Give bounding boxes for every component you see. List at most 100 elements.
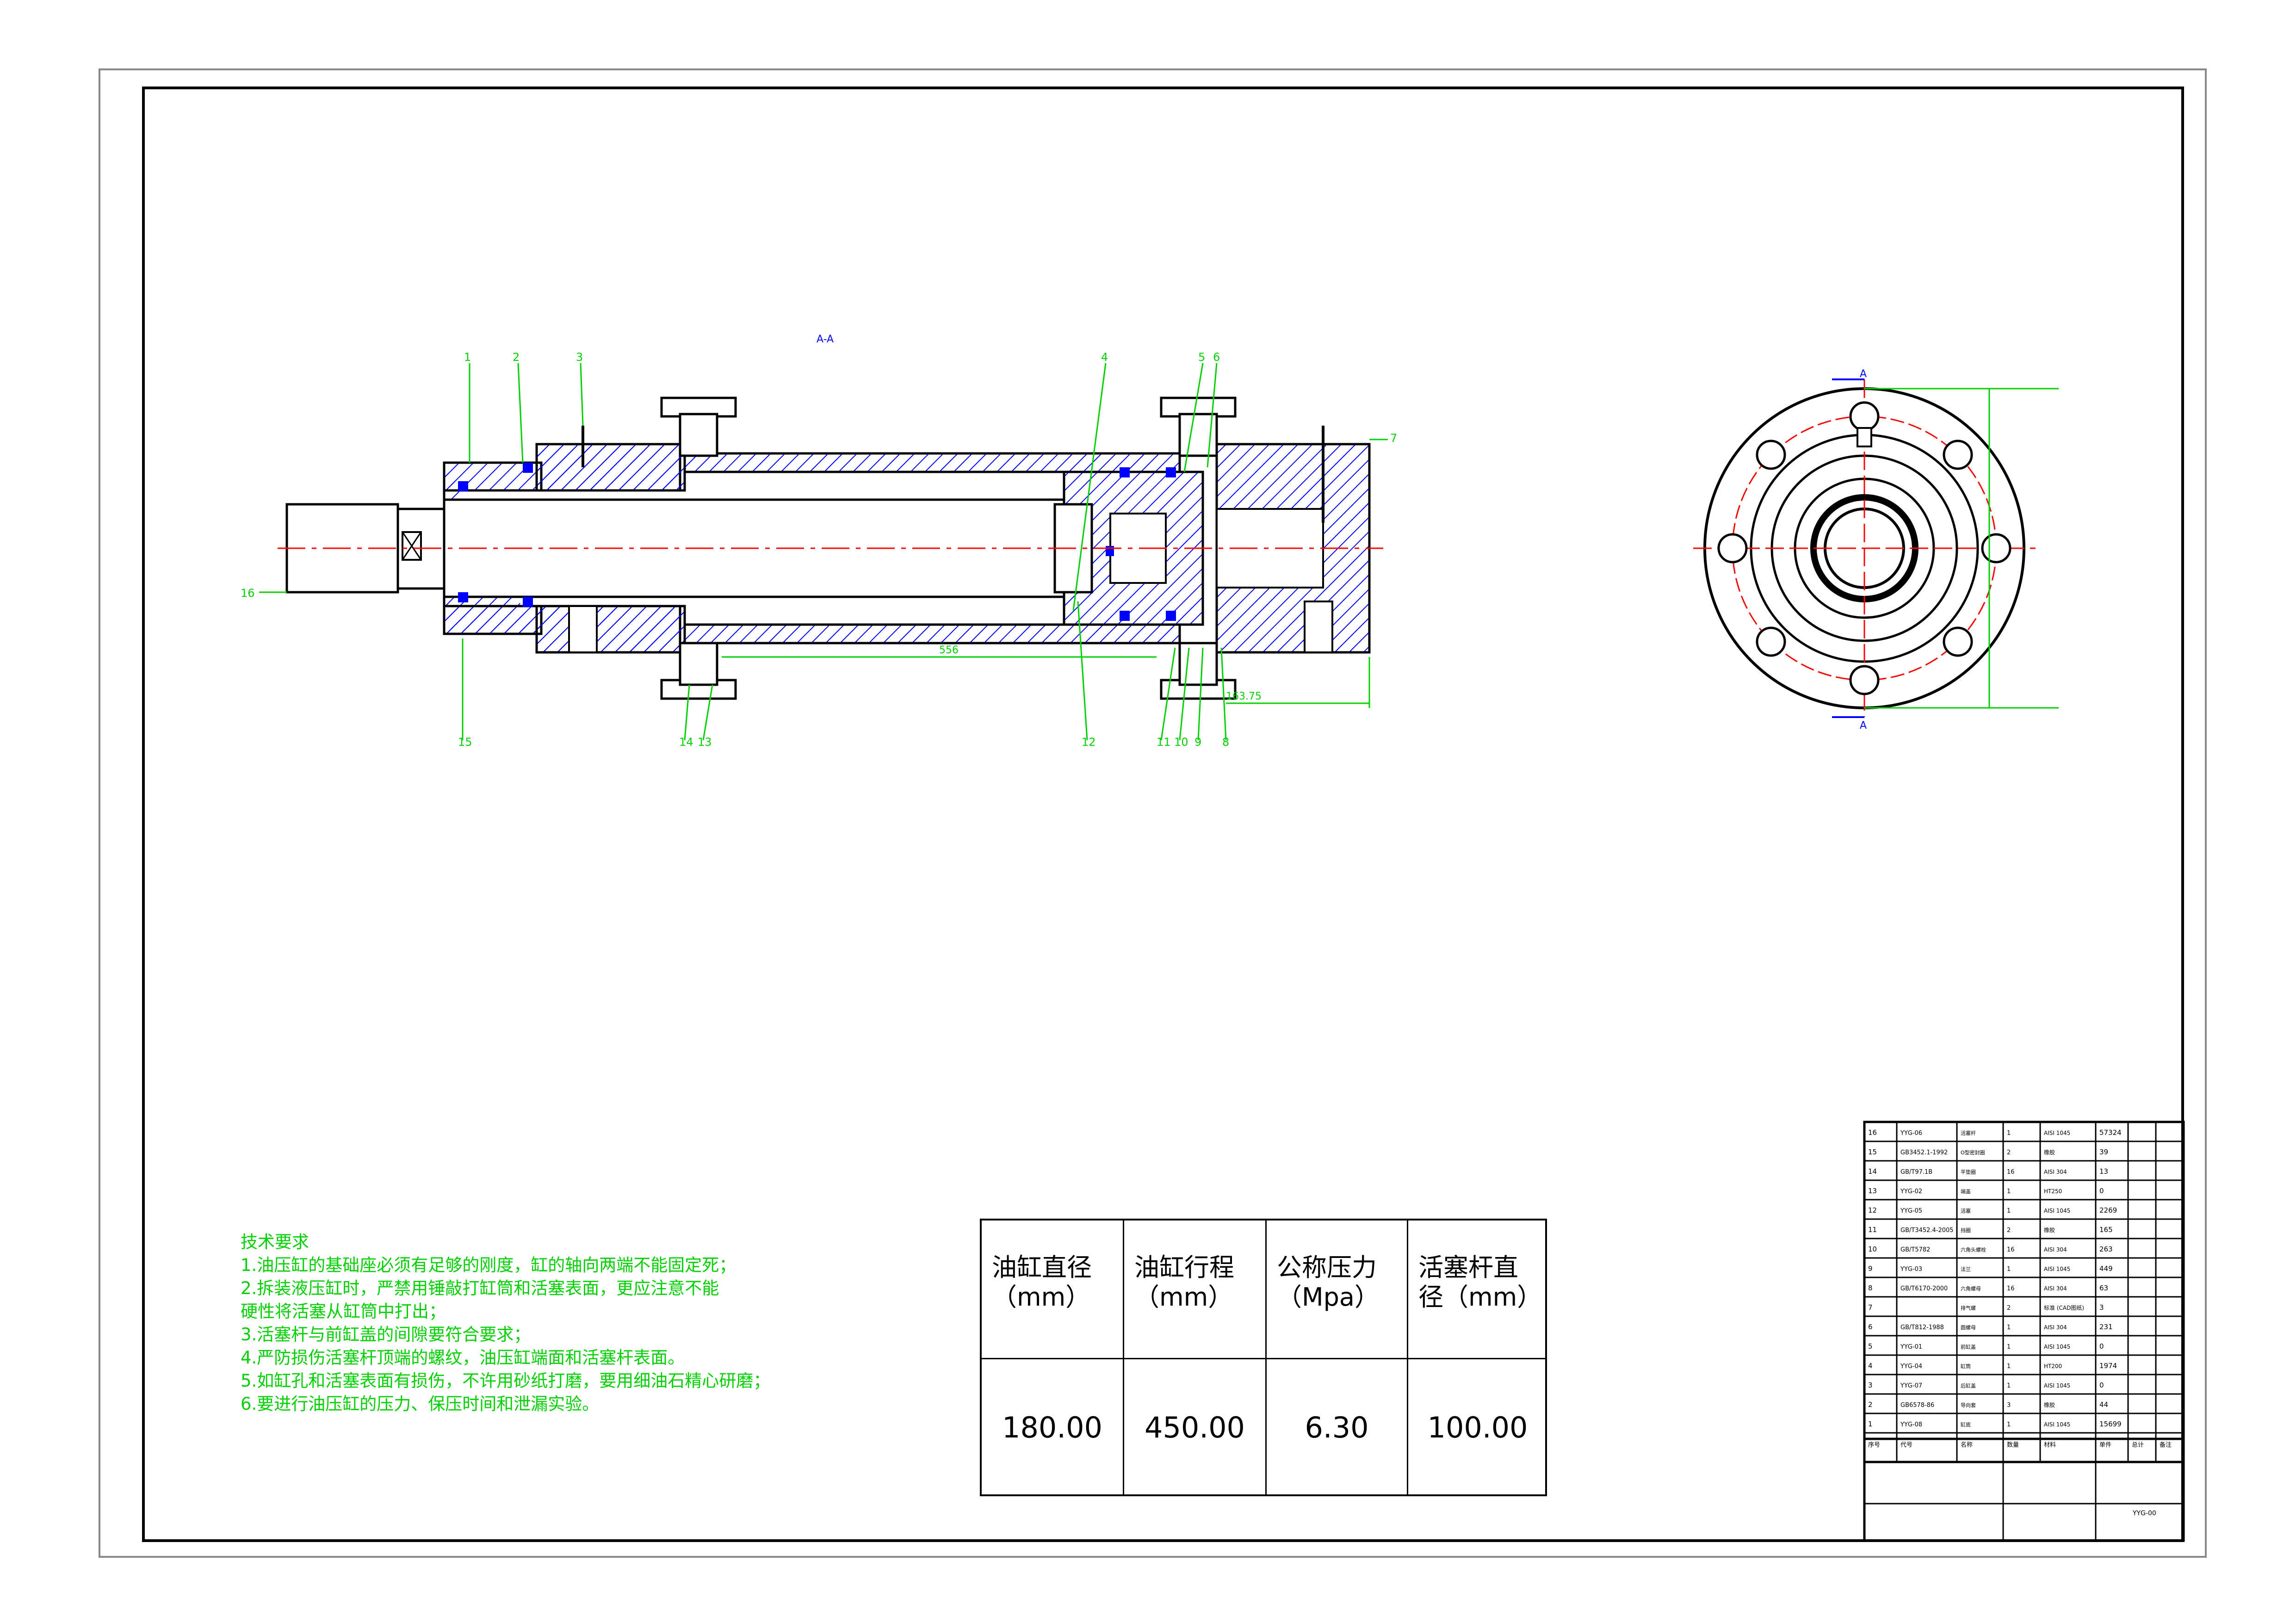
view-marker-top: A bbox=[1860, 368, 1867, 380]
front-gland-bottom bbox=[443, 605, 543, 635]
bom-cell-name: 前缸盖 bbox=[1961, 1344, 1976, 1350]
bom-cell-no: 8 bbox=[1868, 1284, 1873, 1292]
bom-cell-name: 后缸盖 bbox=[1961, 1382, 1976, 1389]
bom-cell-weight: 449 bbox=[2099, 1264, 2113, 1273]
bom-cell-weight: 63 bbox=[2099, 1284, 2108, 1292]
end-view-bleed-port bbox=[1857, 427, 1872, 447]
balloon-9: 9 bbox=[1194, 736, 1201, 749]
bom-cell-code: YYG-07 bbox=[1900, 1382, 1922, 1389]
view-marker-bottom: A bbox=[1860, 720, 1867, 731]
bom-cell-no: 9 bbox=[1868, 1264, 1873, 1273]
bom-cell-weight: 165 bbox=[2099, 1226, 2113, 1234]
tech-item: 1.油压缸的基础座必须有足够的刚度，缸的轴向两端不能固定死； bbox=[241, 1255, 736, 1275]
balloon-13: 13 bbox=[698, 736, 712, 749]
bom-header-cell: 单件 bbox=[2099, 1442, 2111, 1449]
bom-cell-no: 4 bbox=[1868, 1362, 1873, 1370]
bom-grid bbox=[1863, 1121, 2185, 1542]
bom-cell-name: 端盖 bbox=[1961, 1188, 1971, 1195]
bom-cell-no: 15 bbox=[1868, 1148, 1877, 1156]
bom-cell-weight: 39 bbox=[2099, 1148, 2108, 1156]
bom-cell-material: AISI 1045 bbox=[2044, 1344, 2070, 1350]
section-label: A-A bbox=[817, 334, 834, 345]
bom-cell-code: GB/T5782 bbox=[1900, 1246, 1930, 1253]
bom-cell-code: YYG-04 bbox=[1900, 1363, 1922, 1370]
bom-cell-name: 排气螺 bbox=[1961, 1305, 1976, 1311]
balloon-12: 12 bbox=[1082, 736, 1096, 749]
bom-cell-no: 12 bbox=[1868, 1206, 1877, 1214]
bom-cell-material: HT200 bbox=[2044, 1363, 2062, 1369]
barrel-top bbox=[683, 452, 1181, 473]
stroke-dim-text: 556 bbox=[939, 644, 959, 656]
bom-cell-material: AISI 304 bbox=[2044, 1169, 2067, 1175]
tech-item: 4.严防损伤活塞杆顶端的螺纹，油压缸端面和活塞杆表面。 bbox=[241, 1348, 685, 1368]
bom-cell-code: YYG-01 bbox=[1900, 1344, 1922, 1350]
bom-cell-qty: 2 bbox=[2007, 1149, 2011, 1156]
bolt-bottom-left bbox=[660, 642, 737, 700]
bom-cell-no: 14 bbox=[1868, 1167, 1877, 1176]
spec-value-rod: 100.00 bbox=[1427, 1411, 1528, 1444]
bom-cell-material: AISI 1045 bbox=[2044, 1382, 2070, 1389]
bom-cell-qty: 16 bbox=[2007, 1169, 2015, 1176]
bom-cell-name: 缸底 bbox=[1961, 1421, 1971, 1428]
bom-cell-name: 挡圈 bbox=[1961, 1227, 1971, 1233]
bom-cell-qty: 16 bbox=[2007, 1285, 2015, 1292]
balloon-2: 2 bbox=[513, 351, 520, 364]
bom-cell-weight: 263 bbox=[2099, 1245, 2113, 1253]
wrench-flat-cross-b bbox=[402, 532, 422, 560]
bom-cell-name: 平垫圈 bbox=[1961, 1169, 1976, 1175]
bom-cell-name: 六角螺母 bbox=[1961, 1286, 1981, 1292]
bom-cell-qty: 3 bbox=[2007, 1402, 2011, 1409]
bom-cell-name: 法兰 bbox=[1961, 1266, 1971, 1272]
bom-cell-no: 6 bbox=[1868, 1323, 1873, 1331]
balloon-10: 10 bbox=[1174, 736, 1188, 749]
balloon-15: 15 bbox=[458, 736, 472, 749]
bom-cell-code: YYG-06 bbox=[1900, 1130, 1922, 1137]
balloon-5: 5 bbox=[1198, 351, 1205, 364]
bom-cell-material: AISI 1045 bbox=[2044, 1266, 2070, 1272]
bom-cell-no: 10 bbox=[1868, 1245, 1877, 1253]
bom-cell-code: GB/T812-1988 bbox=[1900, 1324, 1944, 1331]
balloon-11: 11 bbox=[1157, 736, 1171, 749]
bom-cell-code: GB/T97.1B bbox=[1900, 1169, 1932, 1176]
spec-header-bore: 油缸直径 （mm） bbox=[982, 1220, 1124, 1359]
bom-cell-no: 2 bbox=[1868, 1400, 1873, 1409]
bom-cell-qty: 1 bbox=[2007, 1324, 2011, 1331]
rear-dim-text: 163.75 bbox=[1226, 691, 1262, 702]
inner-border bbox=[142, 87, 2184, 1542]
bom-cell-material: AISI 304 bbox=[2044, 1246, 2067, 1253]
bom-cell-qty: 1 bbox=[2007, 1363, 2011, 1370]
bom-cell-qty: 1 bbox=[2007, 1382, 2011, 1389]
bom-cell-code: YYG-08 bbox=[1900, 1421, 1922, 1428]
bom-cell-name: 导向套 bbox=[1961, 1402, 1976, 1408]
bom-cell-name: 活塞 bbox=[1961, 1208, 1971, 1214]
spec-header-stroke: 油缸行程 （mm） bbox=[1124, 1220, 1267, 1359]
bom-cell-material: AISI 304 bbox=[2044, 1285, 2067, 1292]
front-oil-port bbox=[568, 605, 598, 653]
spec-header-rod: 活塞杆直 径（mm） bbox=[1408, 1220, 1547, 1359]
bom-cell-weight: 0 bbox=[2099, 1381, 2104, 1389]
bom-cell-material: 橡胶 bbox=[2044, 1149, 2055, 1156]
tech-item: 3.活塞杆与前缸盖的间隙要符合要求； bbox=[241, 1325, 531, 1344]
front-flange-bottom bbox=[535, 605, 686, 654]
bom-cell-material: AISI 1045 bbox=[2044, 1130, 2070, 1136]
bom-cell-weight: 13 bbox=[2099, 1167, 2108, 1176]
bom-header-cell: 数量 bbox=[2007, 1442, 2019, 1449]
bom-cell-name: 六角头螺栓 bbox=[1961, 1246, 1986, 1253]
wrench-flat bbox=[402, 531, 422, 561]
bom-cell-weight: 1974 bbox=[2099, 1362, 2117, 1370]
bom-cell-material: AISI 1045 bbox=[2044, 1421, 2070, 1428]
bom-cell-code: YYG-03 bbox=[1900, 1266, 1922, 1273]
balloon-1: 1 bbox=[464, 351, 471, 364]
drawing-number: YYG-00 bbox=[2132, 1510, 2156, 1517]
bom-cell-material: HT250 bbox=[2044, 1188, 2062, 1195]
balloon-4: 4 bbox=[1101, 351, 1108, 364]
tech-title: 技术要求 bbox=[241, 1232, 309, 1252]
end-view: A A bbox=[1693, 368, 2059, 731]
bom-cell-qty: 16 bbox=[2007, 1246, 2015, 1253]
bom-cell-name: 活塞杆 bbox=[1961, 1130, 1976, 1136]
bolt-top-left bbox=[660, 396, 737, 457]
bom-cell-no: 13 bbox=[1868, 1187, 1877, 1195]
